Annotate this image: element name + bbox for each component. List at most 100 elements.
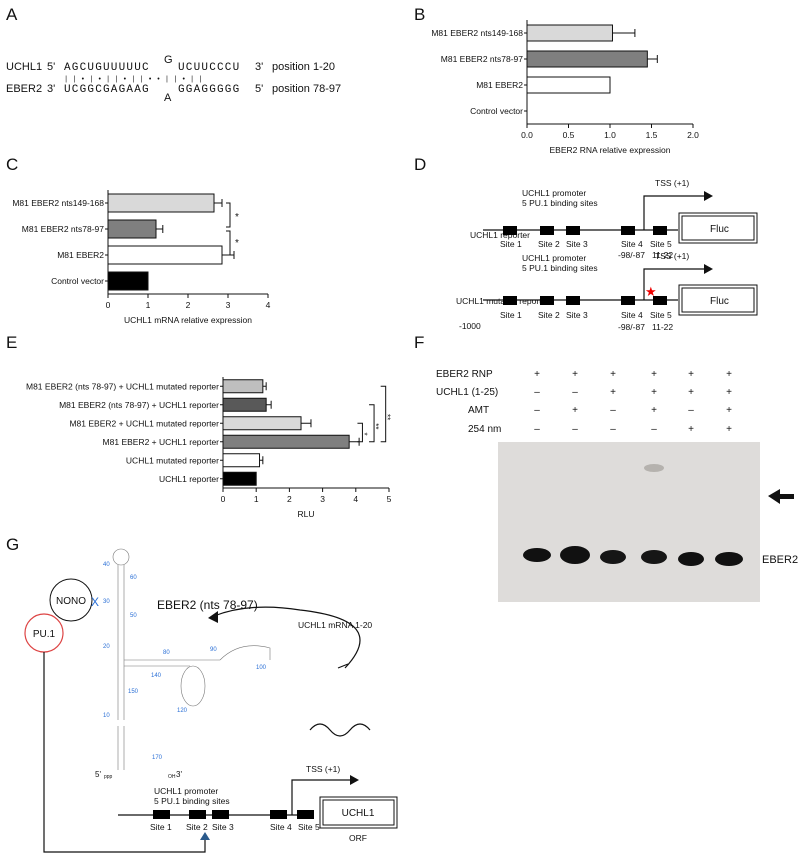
nt-number: 60: [130, 575, 137, 581]
tss-arrowhead: [704, 264, 713, 274]
row-label-eber2-rnp: EBER2 RNP: [436, 369, 493, 380]
category-label: M81 EBER2 nts78-97: [22, 224, 104, 234]
gel-band: [678, 552, 704, 566]
site-box: [540, 226, 554, 235]
category-label: M81 EBER2 (nts 78-97) + UCHL1 reporter: [59, 400, 219, 410]
minus1000-label: -1000: [459, 321, 481, 331]
bar: [526, 76, 611, 94]
site-label: Site 2: [538, 239, 560, 249]
x-tick-label: 4: [353, 494, 358, 504]
crosslink-band: [644, 464, 664, 472]
gel-band: [641, 550, 667, 564]
significance-bracket: [226, 230, 231, 256]
orf-label: ORF: [349, 833, 367, 843]
uchl1-seq-b: UCUUCCCU: [178, 62, 240, 74]
eber2-title: EBER2 (nts 78-97): [157, 598, 258, 612]
bar: [222, 379, 264, 394]
pu1-label: PU.1: [33, 629, 56, 640]
gel-image: [498, 442, 760, 602]
tss-arrow: [643, 268, 710, 300]
arrow-left-icon: [768, 489, 794, 504]
significance-star: *: [235, 212, 239, 223]
gel-sign: +: [572, 405, 578, 416]
site-box: [503, 296, 517, 305]
five-prime-label: 5': [95, 770, 101, 779]
category-label: M81 EBER2: [476, 80, 523, 90]
significance-bracket: [357, 422, 363, 443]
tss-arrow: [643, 195, 710, 230]
x-axis-label: RLU: [297, 509, 314, 519]
bar: [107, 193, 215, 213]
gel-sign: +: [610, 387, 616, 398]
eber2-label: EBER2: [6, 83, 42, 95]
x-tick-label: 2: [287, 494, 292, 504]
gel-sign-grid: ++++++––++++–+–+–+––––++: [534, 369, 732, 435]
site-label: Site 3: [212, 822, 234, 832]
gel-sign: +: [688, 387, 694, 398]
tss-arrowhead: [350, 775, 359, 785]
x-tick-label: 2: [186, 300, 191, 310]
site-box: [653, 296, 667, 305]
eber2-secondary-structure: [112, 548, 271, 770]
panel-letter-d: D: [414, 155, 426, 174]
site-label: Site 5: [650, 239, 672, 249]
site-box: [621, 296, 635, 305]
significance-bracket: [369, 404, 375, 443]
nt-number: 20: [103, 644, 110, 650]
site5-position: 11-22: [652, 322, 673, 332]
site-box: [566, 226, 580, 235]
tss-arrow: [291, 779, 356, 815]
internal-loop: [180, 665, 206, 707]
site-label: Site 3: [566, 239, 588, 249]
gel-band: [715, 552, 743, 566]
category-label: M81 EBER2 + UCHL1 reporter: [103, 437, 220, 447]
site4-position: -98/-87: [618, 250, 645, 260]
bar: [107, 271, 149, 291]
panel-f-gel: EBER2 RNP UCHL1 (1-25) AMT 254 nm ++++++…: [436, 369, 798, 602]
uchl1-3prime: 3': [255, 61, 263, 73]
gel-band: [523, 548, 551, 562]
x-tick-label: 0: [106, 300, 111, 310]
significance-star: *: [359, 433, 368, 436]
helix-strand: [219, 645, 271, 661]
fluc-box-inner: [681, 215, 755, 241]
gel-sign: +: [534, 369, 540, 380]
site-box: [540, 296, 554, 305]
category-label: Control vector: [470, 106, 523, 116]
gel-sign: +: [726, 387, 732, 398]
bar: [222, 434, 350, 449]
x-tick-label: 0.5: [563, 130, 575, 140]
x-tick-label: 1.5: [646, 130, 658, 140]
category-label: UCHL1 reporter: [159, 474, 219, 484]
gel-sign: –: [572, 424, 578, 435]
panel-d-reporters: UCHL1 reporter UCHL1 promoter 5 PU.1 bin…: [456, 178, 758, 332]
bar: [222, 397, 267, 412]
category-label: M81 EBER2 nts149-168: [12, 198, 104, 208]
pu1-arrowhead: [200, 832, 210, 840]
gel-sign: +: [726, 369, 732, 380]
eber2-5prime: 5': [255, 83, 263, 95]
bar: [526, 50, 648, 68]
panel-letter-b: B: [414, 5, 425, 24]
site-box: [566, 296, 580, 305]
gel-sign: +: [572, 369, 578, 380]
gel-sign: –: [534, 405, 540, 416]
gel-sign: +: [688, 424, 694, 435]
nt-number: 140: [151, 673, 162, 679]
x-tick-label: 1.0: [604, 130, 616, 140]
mrna-label: UCHL1 mRNA 1-20: [298, 620, 372, 630]
site5-position: 11-22: [652, 250, 673, 260]
panel-a-alignment: UCHL1 5' AGCUGUUUUUC G UCUUCCCU 3' posit…: [6, 54, 341, 104]
gel-sign: –: [610, 405, 616, 416]
x-tick-label: 3: [320, 494, 325, 504]
category-label: M81 EBER2 (nts 78-97) + UCHL1 mutated re…: [26, 381, 219, 391]
promoter-label-g: UCHL1 promoter: [154, 786, 218, 796]
x-tick-label: 5: [387, 494, 392, 504]
reporter-label: UCHL1 reporter: [470, 230, 530, 240]
site4-position: -98/-87: [618, 322, 645, 332]
uchl1-position: position 1-20: [272, 61, 335, 73]
x-tick-label: 4: [266, 300, 271, 310]
